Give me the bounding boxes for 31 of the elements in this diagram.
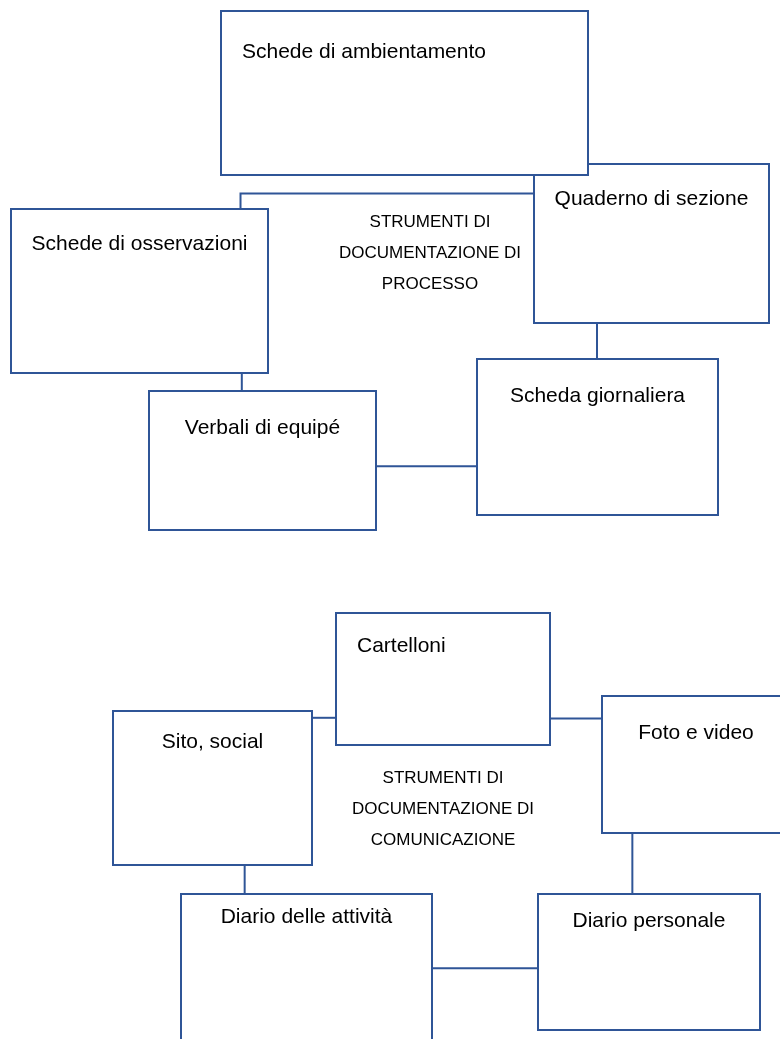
box-label: Schede di osservazioni [30, 230, 249, 256]
box-label: Schede di ambientamento [242, 38, 487, 64]
box-label: Foto e video [637, 719, 755, 745]
connector-line [239, 192, 534, 209]
connector-line [312, 716, 336, 719]
process-box [10, 208, 269, 374]
process-box [335, 612, 551, 746]
process-box [148, 390, 377, 531]
connector-line [631, 833, 634, 894]
box-label: Diario personale [571, 907, 727, 933]
box-label: Diario delle attività [219, 903, 394, 929]
process-box [537, 893, 761, 1031]
connector-line [596, 323, 598, 359]
process-box [476, 358, 719, 516]
box-label: Quaderno di sezione [553, 185, 750, 211]
connector-line [243, 865, 246, 894]
box-label: Sito, social [160, 728, 265, 754]
connector-line [550, 717, 602, 720]
connector-line [432, 967, 538, 970]
box-label: Cartelloni [357, 632, 447, 658]
process-box [601, 695, 780, 834]
process-box [112, 710, 313, 866]
group-heading: STRUMENTI DI DOCUMENTAZIONE DI PROCESSO [338, 211, 522, 295]
box-label: Verbali di equipé [183, 414, 342, 440]
group-heading: STRUMENTI DI DOCUMENTAZIONE DI COMUNICAZIONE [351, 767, 535, 851]
connector-line [240, 373, 243, 391]
process-box [220, 10, 589, 176]
process-box [533, 163, 770, 324]
box-label: Scheda giornaliera [508, 382, 687, 408]
connector-line [376, 465, 477, 468]
process-box [180, 893, 433, 1039]
